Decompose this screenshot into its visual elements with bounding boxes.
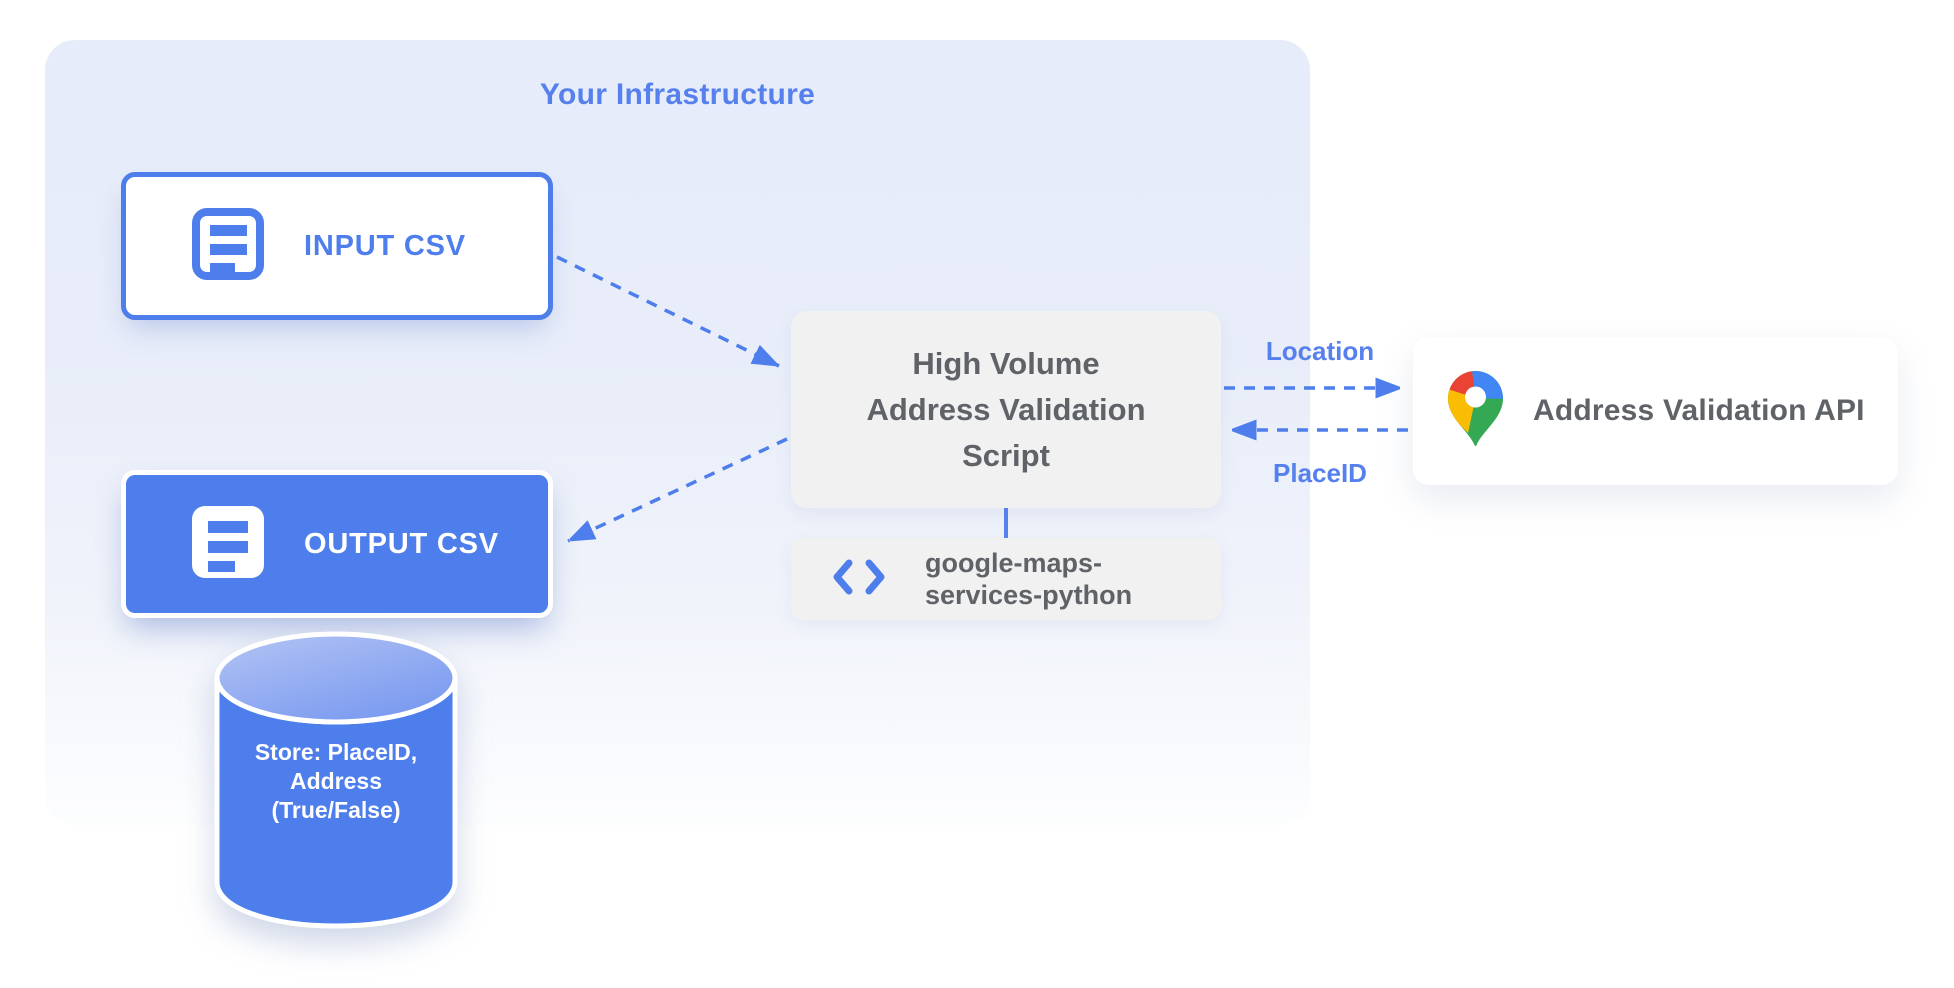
- output-csv-node: OUTPUT CSV: [121, 470, 553, 618]
- script-label-line: Script: [962, 437, 1050, 473]
- cylinder-top: [214, 631, 458, 725]
- datastore-label: Store: PlaceID, Address (True/False): [217, 738, 455, 825]
- datastore-label-line: (True/False): [271, 797, 401, 823]
- datastore-label-line: Store: PlaceID,: [254, 739, 418, 765]
- input-csv-node: INPUT CSV: [121, 172, 553, 320]
- api-node: Address Validation API: [1413, 337, 1898, 485]
- document-icon: [192, 505, 264, 583]
- code-icon: [833, 559, 885, 600]
- location-edge-label: Location: [1265, 336, 1375, 366]
- document-icon: [192, 207, 264, 285]
- output-csv-label: OUTPUT CSV: [304, 527, 499, 560]
- infrastructure-label: Your Infrastructure: [539, 78, 816, 111]
- library-node: google-maps- services-python: [791, 538, 1221, 620]
- script-node: High Volume Address Validation Script: [791, 311, 1221, 508]
- placeid-edge-label: PlaceID: [1273, 458, 1367, 488]
- datastore-label-line: Address: [289, 768, 383, 794]
- library-label-line: services-python: [925, 580, 1133, 610]
- datastore-cylinder: [211, 628, 461, 940]
- library-label-line: google-maps-: [925, 548, 1103, 578]
- script-label-line: High Volume: [912, 345, 1100, 381]
- google-maps-pin-icon: [1448, 370, 1503, 452]
- script-label-line: Address Validation: [866, 391, 1146, 427]
- input-csv-label: INPUT CSV: [304, 229, 466, 262]
- api-label: Address Validation API: [1533, 394, 1865, 427]
